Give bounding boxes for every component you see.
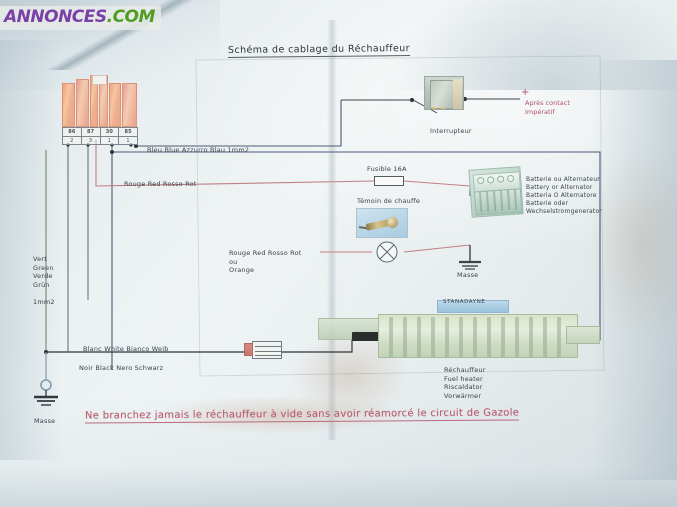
heater-connector-tail bbox=[352, 332, 382, 341]
relay-photo bbox=[424, 76, 464, 110]
pin-label: 85 bbox=[119, 128, 137, 137]
page-title: Schéma de cablage du Réchauffeur bbox=[227, 43, 411, 58]
label-battery-alternator: Batterie ou Alternateur Battery or Alter… bbox=[526, 176, 603, 215]
label-plus-sign: + bbox=[521, 87, 530, 98]
fuse-symbol bbox=[374, 176, 404, 186]
connector-pin-cell: 86 2 bbox=[63, 128, 82, 144]
switch-node-dot bbox=[409, 97, 415, 103]
pin-number: 2 bbox=[70, 138, 74, 144]
label-switch: Interrupteur bbox=[430, 127, 472, 135]
label-red-wire-top: Rouge Red Rosso Rot bbox=[124, 180, 197, 188]
indicator-lamp-photo bbox=[356, 208, 408, 238]
label-after-contact: Après contact Impératif bbox=[525, 99, 570, 116]
connector-pin-table: 86 2 87 3 30 1 85 1 bbox=[62, 127, 138, 145]
label-ground-mid: Masse bbox=[457, 271, 479, 279]
heater-outlet-fitting bbox=[566, 326, 600, 344]
pin-number: 3 bbox=[88, 138, 93, 144]
stanadyne-label: STANADAYNE bbox=[443, 299, 486, 305]
relay-connector-graphic bbox=[62, 75, 138, 127]
connector-pin-cell: 87 3 bbox=[81, 128, 101, 144]
label-indicator-lamp: Témoin de chauffe bbox=[357, 197, 421, 205]
connector-terminal-dots bbox=[44, 143, 138, 354]
watermark-tld: .COM bbox=[106, 7, 156, 27]
pin-number: 1 bbox=[107, 138, 112, 144]
watermark-brand: ANNONCES bbox=[4, 7, 107, 27]
pin-label: 86 bbox=[63, 128, 81, 137]
pin-number: 1 bbox=[126, 138, 130, 144]
watermark: ANNONCES.COM bbox=[0, 6, 161, 30]
label-fuel-heater: Réchauffeur Fuel heater Riscaldator Vorw… bbox=[444, 366, 486, 400]
pin-label: 87 bbox=[81, 128, 100, 137]
connector-pin-cell: 85 1 bbox=[119, 128, 137, 144]
label-black-wire: Noir Black Nero Schwarz bbox=[79, 364, 164, 372]
stanadyne-tag bbox=[437, 300, 509, 313]
label-blue-wire: Bleu Blue Azzurro Blau 1mm2 bbox=[147, 146, 250, 154]
connector-drop-wires bbox=[67, 145, 132, 352]
label-red-or-orange-wire: Rouge Red Rosso Rot ou Orange bbox=[229, 249, 302, 274]
pin-label: 30 bbox=[100, 128, 119, 137]
fuel-heater-photo bbox=[378, 314, 578, 358]
label-ground-left: Masse bbox=[34, 417, 56, 425]
label-white-wire: Blanc White Bianco Weib bbox=[83, 345, 169, 353]
heater-terminal-block bbox=[252, 341, 282, 359]
ground-symbol-mid bbox=[459, 245, 481, 270]
label-green-wire: Vert Green Verde Grün 1mm2 bbox=[33, 255, 55, 306]
ground-symbol-left bbox=[34, 352, 58, 406]
warning-lamp-symbol bbox=[376, 241, 398, 263]
connector-pin-cell: 30 1 bbox=[100, 128, 120, 144]
heater-plug-red bbox=[244, 343, 253, 356]
red-wire-path bbox=[95, 140, 471, 253]
label-fuse: Fusible 16A bbox=[367, 165, 407, 173]
battery-alternator-photo bbox=[468, 166, 524, 218]
